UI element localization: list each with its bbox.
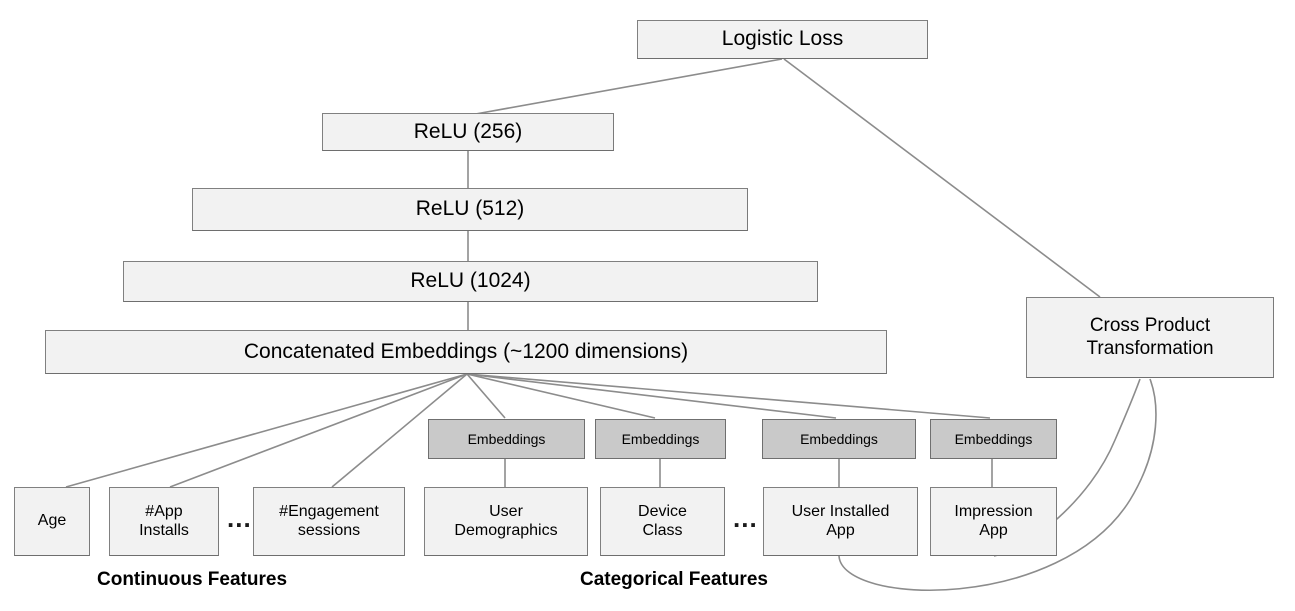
node-embeddings-3[interactable]: Embeddings xyxy=(762,419,916,459)
node-relu-256-label: ReLU (256) xyxy=(413,119,523,143)
node-relu-512[interactable]: ReLU (512) xyxy=(192,188,748,231)
node-feature-age[interactable]: Age xyxy=(14,487,90,556)
ellipsis-categorical: ... xyxy=(733,503,758,533)
node-relu-1024[interactable]: ReLU (1024) xyxy=(123,261,818,302)
node-feature-engagement-sessions-label: #Engagement sessions xyxy=(279,502,379,539)
edge-user-installed-app-to-crossproduct xyxy=(838,378,1157,592)
ellipsis-continuous: ... xyxy=(227,503,252,533)
node-feature-app-installs[interactable]: #App Installs xyxy=(109,487,219,556)
node-feature-user-demographics-label: User Demographics xyxy=(454,502,558,539)
node-embeddings-4-label: Embeddings xyxy=(954,430,1033,447)
node-feature-impression-app[interactable]: Impression App xyxy=(930,487,1057,556)
node-logistic-loss[interactable]: Logistic Loss xyxy=(637,20,928,59)
node-concatenated-embeddings[interactable]: Concatenated Embeddings (~1200 dimension… xyxy=(45,330,887,374)
node-embeddings-4[interactable]: Embeddings xyxy=(930,419,1057,459)
node-concatenated-embeddings-label: Concatenated Embeddings (~1200 dimension… xyxy=(243,339,689,363)
edge-concat-to-app-installs xyxy=(169,373,468,488)
node-feature-engagement-sessions[interactable]: #Engagement sessions xyxy=(253,487,405,556)
node-relu-256[interactable]: ReLU (256) xyxy=(322,113,614,151)
group-label-categorical-features: Categorical Features xyxy=(580,569,768,590)
node-feature-impression-app-label: Impression App xyxy=(954,502,1033,539)
node-feature-device-class-label: Device Class xyxy=(638,502,687,539)
node-feature-app-installs-label: #App Installs xyxy=(139,502,189,539)
node-embeddings-2[interactable]: Embeddings xyxy=(595,419,726,459)
node-embeddings-2-label: Embeddings xyxy=(621,430,700,447)
edge-concat-to-embeddings-2 xyxy=(466,373,656,419)
node-relu-1024-label: ReLU (1024) xyxy=(410,269,531,293)
node-feature-user-installed-app[interactable]: User Installed App xyxy=(763,487,918,556)
node-feature-age-label: Age xyxy=(37,512,67,530)
edge-concat-to-embeddings-3 xyxy=(466,373,837,419)
node-embeddings-1-label: Embeddings xyxy=(467,430,546,447)
node-embeddings-3-label: Embeddings xyxy=(800,430,878,447)
edge-concat-to-age xyxy=(65,373,468,488)
edge-concat-to-embeddings-4 xyxy=(466,373,991,419)
group-label-continuous-features: Continuous Features xyxy=(97,569,288,590)
node-feature-device-class[interactable]: Device Class xyxy=(600,487,725,556)
node-relu-512-label: ReLU (512) xyxy=(415,197,525,221)
edge-concat-to-embeddings-1 xyxy=(466,373,506,419)
node-embeddings-1[interactable]: Embeddings xyxy=(428,419,585,459)
edge-loss-to-relu256 xyxy=(469,58,783,116)
edge-loss-to-crossproduct xyxy=(783,58,1101,298)
node-feature-user-installed-app-label: User Installed App xyxy=(791,502,890,539)
node-feature-user-demographics[interactable]: User Demographics xyxy=(424,487,588,556)
node-cross-product-transformation[interactable]: Cross Product Transformation xyxy=(1026,297,1274,378)
node-cross-product-transformation-label: Cross Product Transformation xyxy=(1086,315,1214,359)
node-logistic-loss-label: Logistic Loss xyxy=(721,27,844,51)
